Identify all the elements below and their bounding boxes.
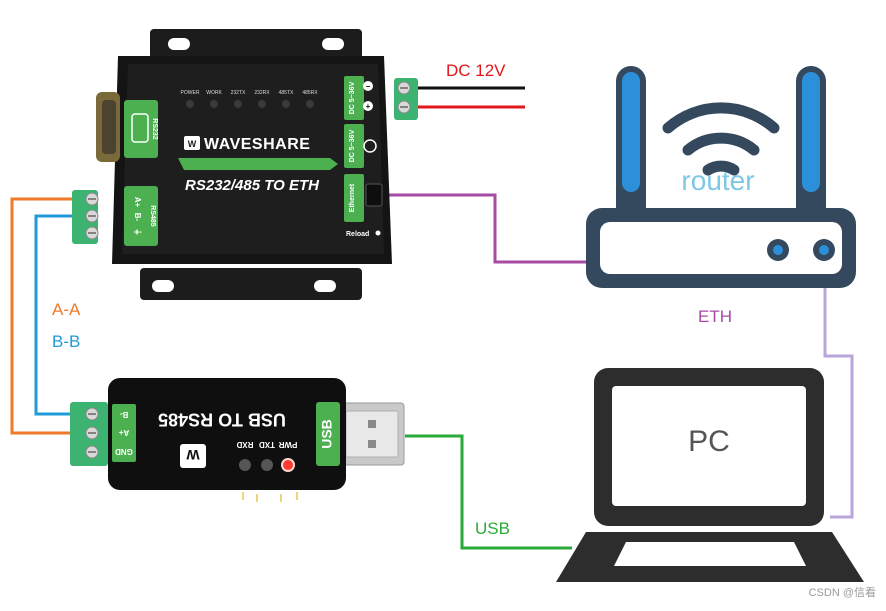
wire-a-label: A-A	[52, 300, 81, 319]
adapter-body	[108, 378, 346, 490]
router-pc-wire	[823, 258, 854, 519]
wire-b-b	[34, 214, 84, 416]
adapter-title: USB TO RS485	[158, 409, 286, 429]
adapter-led-pwr-label: PWR	[278, 440, 297, 449]
reload-label: Reload	[346, 231, 369, 238]
adapter-led-rxd-label: RXD	[236, 440, 253, 449]
ethernet-port-icon	[365, 183, 383, 207]
adapter-led-txd	[261, 459, 273, 471]
waveshare-logo-icon: W	[188, 139, 197, 149]
adapter-pin-b: B-	[119, 410, 128, 419]
converter-led	[282, 100, 290, 108]
laptop-icon: PC	[556, 368, 864, 582]
adapter-led-txd-label: TXD	[259, 440, 275, 449]
converter-led-label: POWER	[181, 90, 200, 96]
router-icon: router	[586, 66, 856, 288]
usb-to-rs485-adapter: USB USB TO RS485 W B- A+ GND PWR TXD RXD	[70, 378, 405, 502]
rs485-label: RS485	[149, 205, 156, 227]
eth-label: ETH	[698, 307, 732, 326]
converter-led	[186, 100, 194, 108]
svg-text:+: +	[366, 102, 371, 111]
svg-text:−: −	[366, 82, 371, 91]
ethernet-label: Ethernet	[349, 183, 356, 212]
converter-led-label: 485RX	[302, 90, 318, 96]
adapter-pin-gnd: GND	[115, 447, 133, 456]
dc-jack-icon	[363, 139, 377, 153]
rs232-label: RS232	[151, 118, 158, 140]
converter-led-row: POWER WORK 232TX 232RX 485TX 485RX	[181, 90, 318, 108]
wifi-icon	[662, 102, 780, 134]
wire-a-a	[10, 197, 84, 435]
converter-led	[234, 100, 242, 108]
wire-b-label: B-B	[52, 332, 80, 351]
brand-label: WAVESHARE	[204, 136, 310, 153]
waveshare-logo-icon: W	[186, 447, 200, 463]
adapter-led-pwr	[281, 458, 295, 472]
converter-led-label: 232TX	[231, 90, 246, 96]
router-label: router	[681, 165, 754, 196]
rs485-pin-b: B-	[133, 213, 142, 222]
converter-led	[258, 100, 266, 108]
rs232-485-eth-converter: RS232 A+ B- ⏚ RS485 POWER WORK 232TX 232RX 4…	[72, 29, 418, 300]
usb-wire	[405, 434, 572, 550]
dc-label-jack: DC 5~36V	[349, 129, 356, 162]
power-label: DC 12V	[446, 61, 506, 80]
adapter-led-rxd	[239, 459, 251, 471]
pc-label: PC	[688, 425, 730, 458]
rs485-pin-gnd: ⏚	[133, 228, 142, 236]
rs485-pin-a: A+	[133, 197, 142, 208]
converter-led	[210, 100, 218, 108]
adapter-usb-tag: USB	[319, 419, 335, 449]
converter-led-label: WORK	[206, 90, 222, 96]
reload-button-icon	[375, 230, 381, 236]
usb-label: USB	[475, 519, 510, 538]
adapter-pin-a: A+	[118, 428, 129, 437]
model-label: RS232/485 TO ETH	[185, 177, 320, 194]
converter-led-label: 485TX	[279, 90, 294, 96]
arrow-band	[178, 158, 338, 170]
watermark: CSDN @信看	[809, 585, 876, 599]
dc-label-top: DC 5~36V	[349, 81, 356, 114]
converter-led	[306, 100, 314, 108]
converter-led-label: 232RX	[254, 90, 270, 96]
